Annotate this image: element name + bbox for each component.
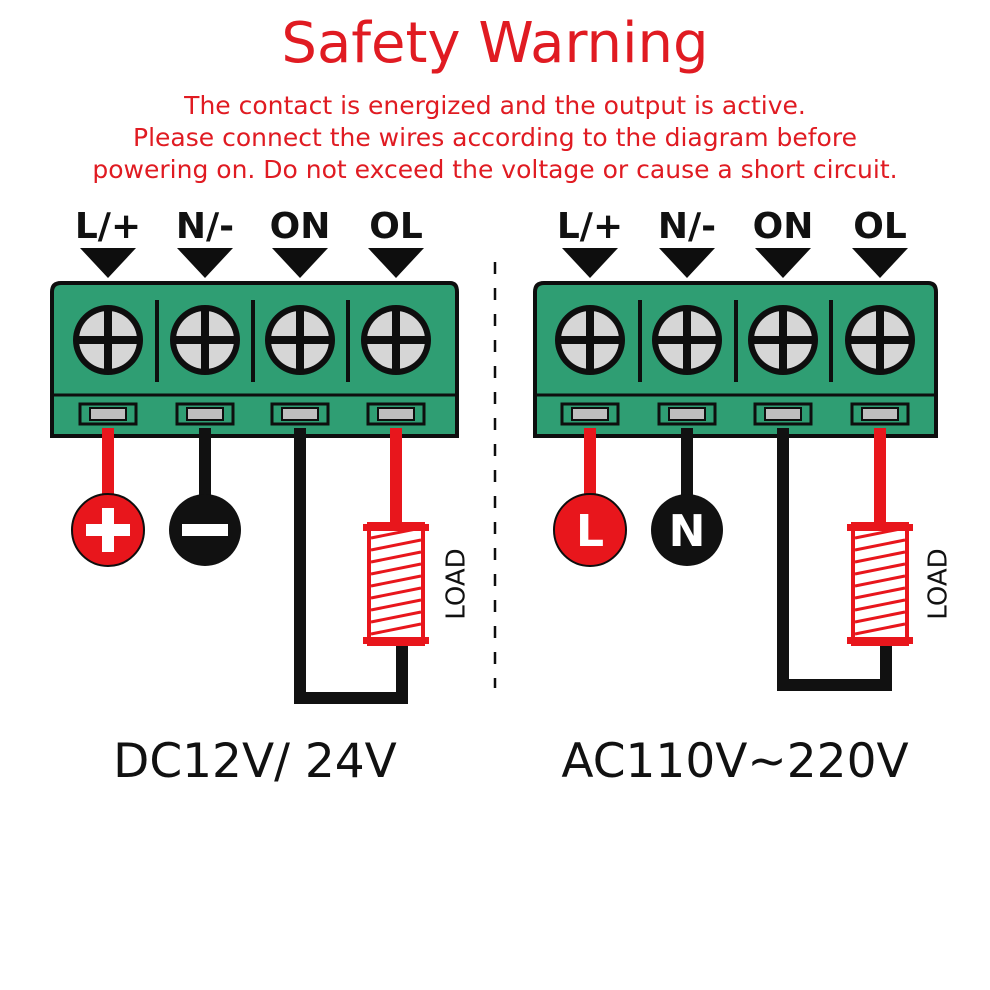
dc-negative-terminal xyxy=(169,494,241,566)
ac-label-n: N/- xyxy=(658,206,716,247)
coil-icon xyxy=(361,522,431,646)
screw-icon xyxy=(73,305,143,375)
ac-arrows xyxy=(562,248,908,278)
dc-terminal-block xyxy=(50,281,459,438)
ac-label-l: L/+ xyxy=(557,206,623,247)
dc-voltage-label: DC12V/ 24V xyxy=(113,734,397,789)
ac-line-terminal: L xyxy=(553,493,627,567)
arrow-down-icon xyxy=(852,248,908,278)
screw-icon xyxy=(265,305,335,375)
screw-icon xyxy=(748,305,818,375)
dc-wires xyxy=(102,428,408,704)
screw-icon xyxy=(845,305,915,375)
screw-icon xyxy=(555,305,625,375)
ac-label-on: ON xyxy=(753,206,814,247)
dc-label-n: N/- xyxy=(176,206,234,247)
screw-icon xyxy=(652,305,722,375)
ac-terminal-block xyxy=(533,281,938,438)
arrow-down-icon xyxy=(177,248,233,278)
warning-line-3: powering on. Do not exceed the voltage o… xyxy=(92,155,898,184)
minus-icon xyxy=(182,524,228,536)
dc-positive-terminal xyxy=(71,493,145,567)
screw-icon xyxy=(361,305,431,375)
plus-icon xyxy=(102,508,114,552)
ac-neutral-symbol: N xyxy=(669,506,706,557)
dc-label-l: L/+ xyxy=(75,206,141,247)
ac-neutral-terminal: N xyxy=(651,494,723,566)
dc-load: LOAD xyxy=(361,522,472,646)
arrow-down-icon xyxy=(368,248,424,278)
arrow-down-icon xyxy=(80,248,136,278)
warning-line-1: The contact is energized and the output … xyxy=(184,91,806,120)
arrow-down-icon xyxy=(562,248,618,278)
warning-line-2: Please connect the wires according to th… xyxy=(133,123,857,152)
ac-label-ol: OL xyxy=(853,206,907,247)
screw-icon xyxy=(170,305,240,375)
dc-terminal-labels: L/+ N/- ON OL xyxy=(75,206,423,247)
ac-terminal-labels: L/+ N/- ON OL xyxy=(557,206,907,247)
ac-load: LOAD xyxy=(845,522,954,646)
dc-label-on: ON xyxy=(270,206,331,247)
arrow-down-icon xyxy=(272,248,328,278)
dc-load-label: LOAD xyxy=(442,548,472,619)
coil-icon xyxy=(845,522,915,646)
arrow-down-icon xyxy=(755,248,811,278)
ac-load-label: LOAD xyxy=(924,548,954,619)
page-title: Safety Warning xyxy=(281,11,709,76)
ac-line-symbol: L xyxy=(576,506,604,557)
dc-label-ol: OL xyxy=(369,206,423,247)
arrow-down-icon xyxy=(659,248,715,278)
ac-wires xyxy=(584,428,892,691)
ac-voltage-label: AC110V~220V xyxy=(561,734,908,789)
dc-arrows xyxy=(80,248,424,278)
